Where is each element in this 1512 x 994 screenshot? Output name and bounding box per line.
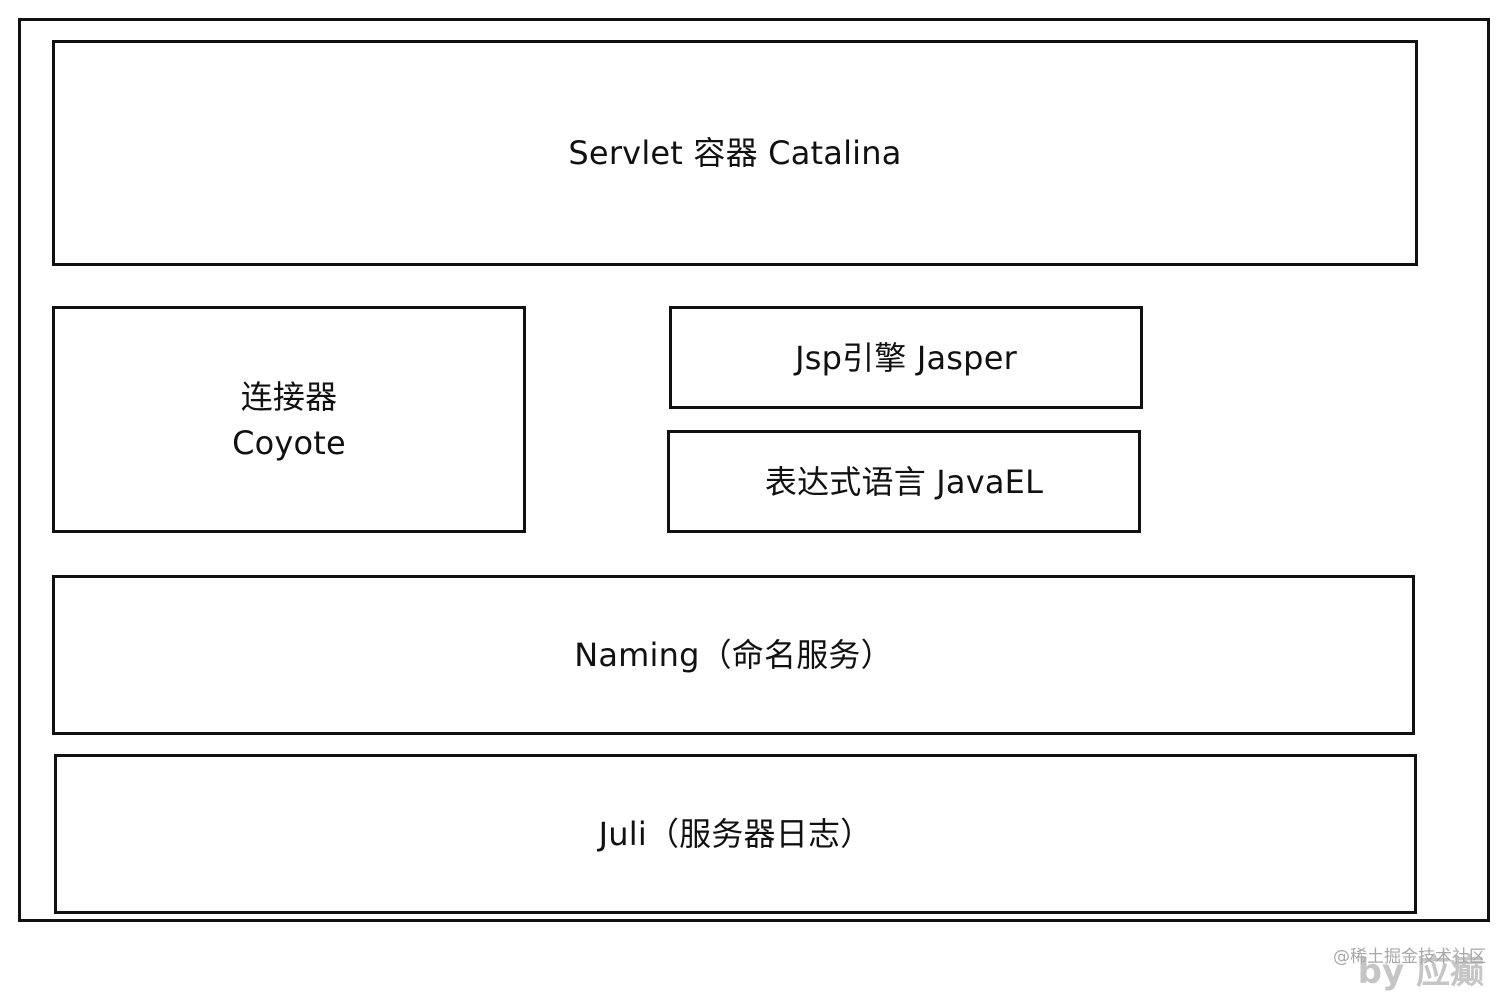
coyote-box: 连接器 Coyote (52, 306, 526, 533)
watermark-author: by 应癫 (1357, 952, 1484, 992)
naming-box: Naming（命名服务） (52, 575, 1415, 735)
catalina-box: Servlet 容器 Catalina (52, 40, 1418, 266)
coyote-label-line-1: 连接器 (240, 377, 338, 416)
catalina-label: Servlet 容器 Catalina (568, 134, 902, 172)
outer-frame (18, 18, 1490, 922)
javael-label: 表达式语言 JavaEL (764, 462, 1044, 501)
coyote-label-line-2: Coyote (232, 423, 346, 462)
javael-box: 表达式语言 JavaEL (667, 430, 1141, 533)
jasper-box: Jsp引擎 Jasper (669, 306, 1143, 409)
naming-label: Naming（命名服务） (574, 636, 893, 674)
watermark-site: @稀土掘金技术社区 (1333, 947, 1486, 967)
juli-box: Juli（服务器日志） (54, 754, 1417, 914)
jasper-label: Jsp引擎 Jasper (795, 338, 1017, 377)
juli-label: Juli（服务器日志） (598, 815, 873, 853)
